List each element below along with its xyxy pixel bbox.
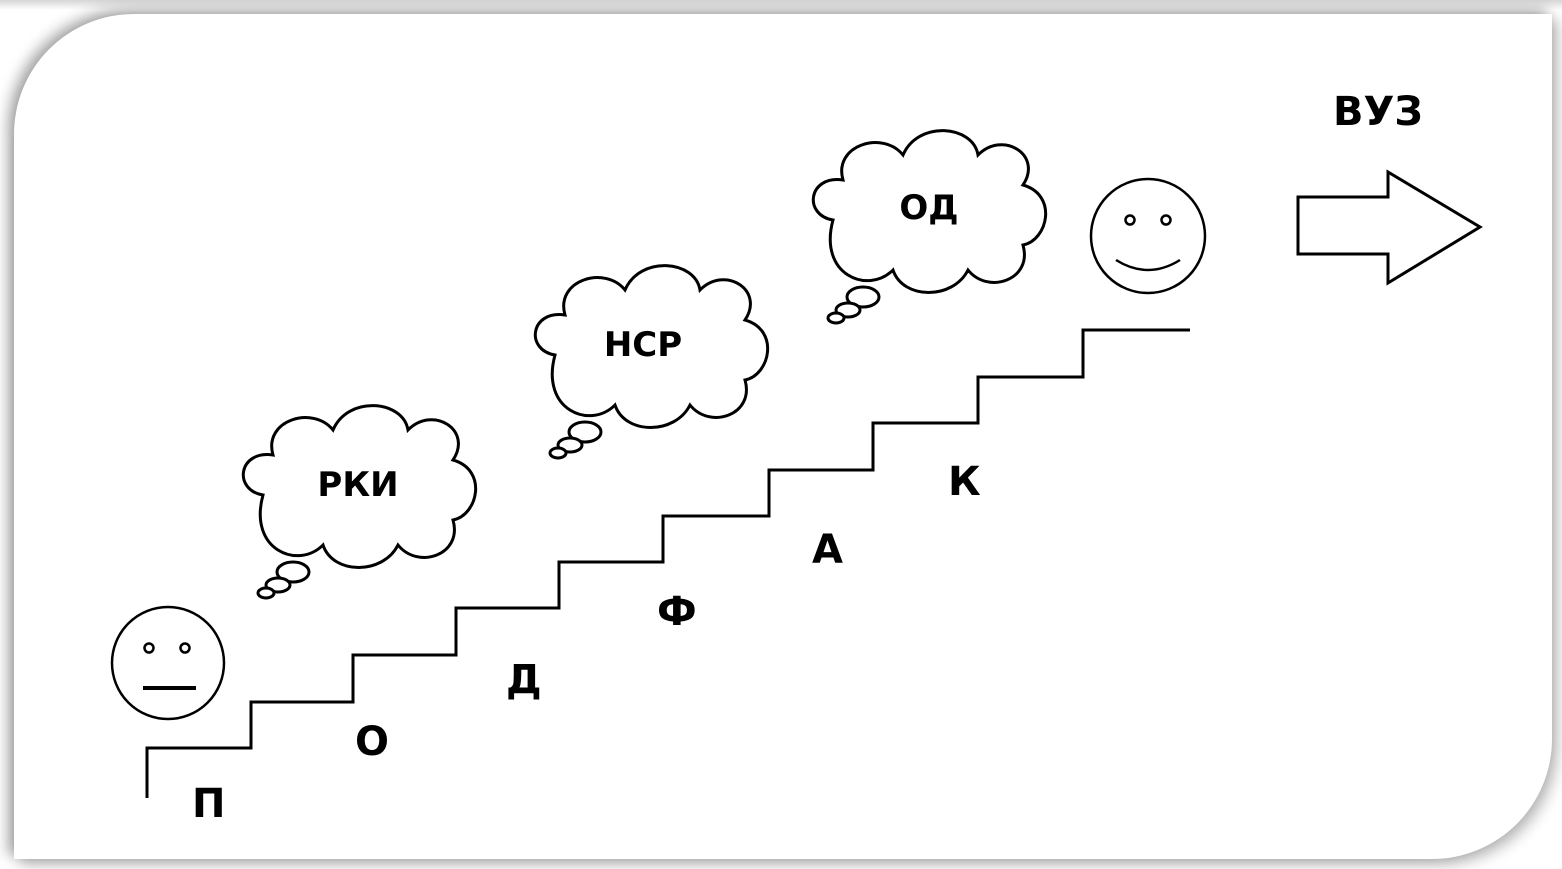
step-label-4: Ф bbox=[657, 589, 697, 635]
right-arrow-icon bbox=[1296, 169, 1483, 286]
thought-cloud-3 bbox=[811, 129, 1048, 325]
step-label-5: А bbox=[812, 527, 843, 573]
thought-label-1: РКИ bbox=[317, 465, 399, 505]
thought-label-3: ОД bbox=[899, 188, 959, 228]
neutral-face-icon bbox=[110, 605, 226, 721]
smiling-face-icon bbox=[1089, 177, 1207, 295]
staircase bbox=[145, 328, 1190, 798]
destination-label: ВУЗ bbox=[1333, 89, 1423, 135]
thought-label-2: НСР bbox=[603, 325, 683, 365]
step-label-6: К bbox=[948, 459, 981, 505]
slide-card bbox=[14, 14, 1552, 859]
thought-cloud-1 bbox=[241, 404, 478, 600]
step-label-1: П bbox=[192, 781, 226, 827]
step-label-2: О bbox=[355, 719, 390, 765]
step-label-3: Д bbox=[506, 657, 542, 703]
thought-cloud-2 bbox=[533, 264, 770, 460]
top-frame-shadow bbox=[0, 0, 1562, 10]
